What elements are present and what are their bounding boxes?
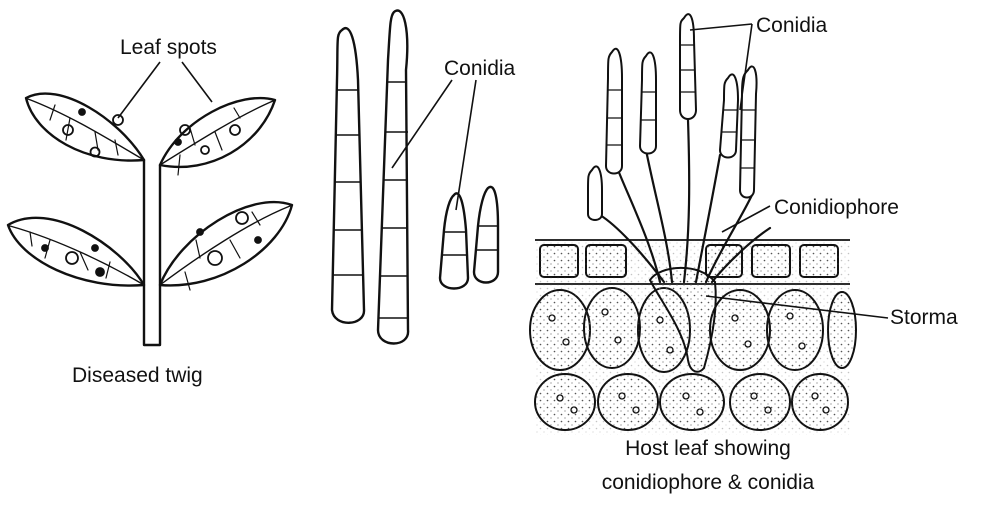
conidium-2: [378, 11, 408, 344]
conidium-1: [332, 28, 364, 323]
leaf-lower-left: [8, 218, 144, 286]
label-conidiophore: Conidiophore: [774, 197, 899, 218]
label-conidia-right: Conidia: [756, 15, 827, 36]
label-leaf-spots: Leaf spots: [120, 37, 217, 58]
label-conidia-middle: Conidia: [444, 58, 515, 79]
leaf-upper-left: [26, 94, 144, 161]
label-host-leaf-line2: conidiophore & conidia: [568, 472, 848, 493]
label-storma: Storma: [890, 307, 958, 328]
diseased-twig: [8, 94, 292, 345]
conidium-4: [474, 187, 498, 283]
conidium-3: [440, 193, 468, 288]
conidia-middle-pointer: [392, 80, 476, 210]
leaf-spots-pointer: [118, 62, 212, 118]
conidia-on-conidiophores: [588, 14, 757, 220]
label-host-leaf-line1: Host leaf showing: [588, 438, 828, 459]
leaf-spot-markers: [42, 109, 261, 276]
conidiophore-pointer: [722, 206, 770, 232]
label-diseased-twig: Diseased twig: [72, 365, 203, 386]
